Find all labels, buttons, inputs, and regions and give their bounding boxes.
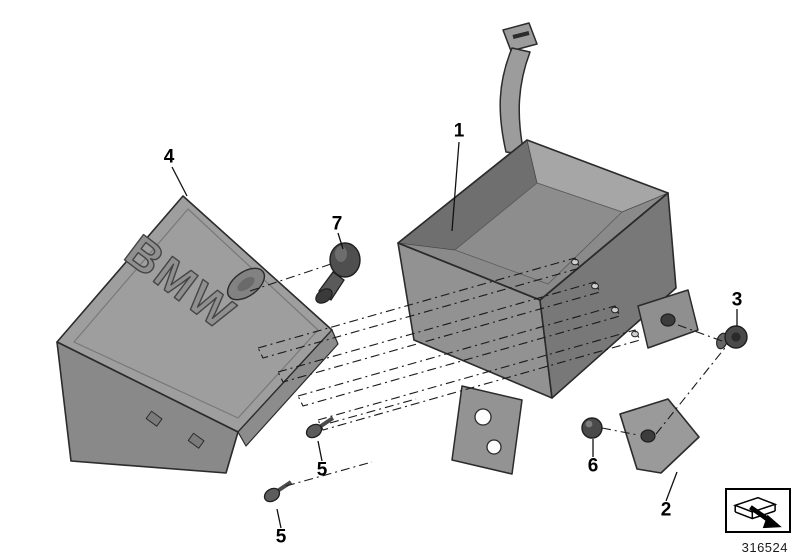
callout-part-2[interactable]: 2 xyxy=(660,499,672,521)
part-2-bracket[interactable] xyxy=(619,398,700,474)
callout-leader-lines xyxy=(171,141,738,529)
callout-part-4[interactable]: 4 xyxy=(163,146,175,168)
part-6-ball-stud[interactable] xyxy=(581,417,603,439)
phantom-assembly-lines xyxy=(249,257,729,487)
part-removal-arrow-icon xyxy=(732,496,782,528)
main-group-pictogram-box[interactable] xyxy=(725,488,791,533)
part-5-screw-lower[interactable] xyxy=(262,480,293,504)
callout-part-5-upper[interactable]: 5 xyxy=(316,459,328,481)
callout-part-3[interactable]: 3 xyxy=(731,289,743,311)
diagram-part-number: 316524 xyxy=(741,540,788,555)
callout-part-6[interactable]: 6 xyxy=(587,455,599,477)
part-5-screw-upper[interactable] xyxy=(304,416,335,440)
part-7-sensor[interactable] xyxy=(313,242,361,306)
callout-part-1[interactable]: 1 xyxy=(453,120,465,142)
part-3-screw[interactable] xyxy=(715,325,748,350)
part-4-cover[interactable]: BMW xyxy=(56,195,339,474)
callout-part-7[interactable]: 7 xyxy=(331,213,343,235)
callout-part-5-lower[interactable]: 5 xyxy=(275,526,287,548)
